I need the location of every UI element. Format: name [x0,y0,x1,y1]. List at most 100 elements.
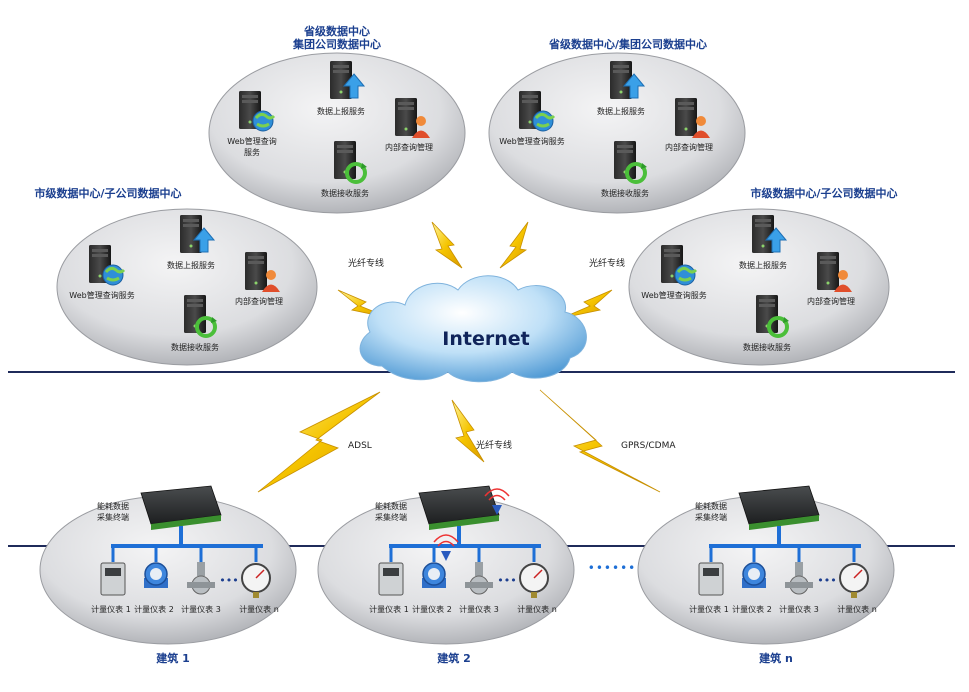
data-center-4: 市级数据中心/子公司数据中心 Web管理查询服务 数据上报服务内部查询管理数据接收服… [628,186,898,366]
link-label-fiber-left: 光纤专线 [348,257,384,269]
link-label-fiber-center: 光纤专线 [476,439,512,451]
data-center-3: 市级数据中心/子公司数据中心 Web管理查询服务 数据上报服务内部查询管理数据接收服… [34,186,318,366]
electric-meter-icon [378,562,404,596]
meter-label: 计量仪表 n [239,604,279,614]
internal-query-label: 内部查询管理 [807,296,855,306]
link-label-fiber-right: 光纤专线 [589,257,625,269]
upload-server-icon [610,61,646,99]
lightning-bolt-icon [431,221,463,269]
collector-device-icon [738,485,820,530]
web-service-label: 服务 [244,147,260,157]
pressure-gauge-icon [839,563,869,598]
internal-query-label: 内部查询管理 [235,296,283,306]
internal-query-label: 内部查询管理 [665,142,713,152]
collector-terminal-label: 能耗数据 [97,501,129,511]
meter-label: 计量仪表 3 [779,604,819,614]
wireless-signal-icon [433,534,459,561]
flow-meter-icon [187,562,215,595]
data-centers-layer: 省级数据中心集团公司数据中心Web管理查询服务数据上报服务内部查询管理数据接收服… [34,24,898,366]
building-name: 建筑 n [759,651,793,665]
meter-label: 计量仪表 n [517,604,557,614]
wireless-signal-icon [484,488,510,515]
collector-terminal-label: 能耗数据 [695,501,727,511]
pressure-gauge-icon [241,563,271,598]
meter-label: 计量仪表 1 [91,604,131,614]
collector-device-icon [418,485,500,530]
receive-service-label: 数据接收服务 [601,188,649,198]
upload-service-label: 数据上报服务 [317,106,365,116]
data-center-title: 省级数据中心/集团公司数据中心 [548,37,707,51]
lightning-bolt-icon [539,389,661,493]
web-service-label: Web管理查询服务 [499,136,564,146]
data-center-2: 省级数据中心/集团公司数据中心 Web管理查询服务 数据上报服务内部查询管理数据接收… [488,37,746,214]
meter-label: 计量仪表 n [837,604,877,614]
meter-label: 计量仪表 3 [181,604,221,614]
receive-service-label: 数据接收服务 [321,188,369,198]
electric-meter-icon [100,562,126,596]
link-label-adsl: ADSL [348,441,372,451]
upload-server-icon [180,215,216,253]
receive-service-label: 数据接收服务 [171,342,219,352]
internal-query-server-icon [817,252,852,292]
web-server-icon [89,245,126,286]
upload-service-label: 数据上报服务 [167,260,215,270]
building-name: 建筑 2 [437,651,470,665]
meter-label: 计量仪表 2 [732,604,772,614]
web-service-label: Web管理查询服务 [641,290,706,300]
data-center-ellipse [488,52,746,214]
receive-server-icon [184,295,217,338]
receive-service-label: 数据接收服务 [743,342,791,352]
upload-service-label: 数据上报服务 [597,106,645,116]
water-meter-icon [742,562,766,588]
receive-server-icon [334,141,367,184]
collector-terminal-label: 能耗数据 [375,501,407,511]
data-center-title: 集团公司数据中心 [292,37,381,51]
building-name: 建筑 1 [156,651,189,665]
meter-ellipsis: ••• [219,574,238,587]
building-ellipsis: •••••• [588,561,636,575]
meter-label: 计量仪表 2 [412,604,452,614]
meter-label: 计量仪表 1 [689,604,729,614]
internet-label: Internet [442,328,529,350]
web-service-label: Web管理查询 [227,136,276,146]
internal-query-label: 内部查询管理 [385,142,433,152]
flow-meter-icon [785,562,813,595]
collector-terminal-label: 采集终端 [97,512,129,522]
web-server-icon [239,91,276,132]
internet-cloud: Internet [359,275,587,383]
meter-label: 计量仪表 3 [459,604,499,614]
collector-terminal-label: 采集终端 [695,512,727,522]
meter-label: 计量仪表 1 [369,604,409,614]
meter-ellipsis: ••• [497,574,516,587]
water-meter-icon [144,562,168,588]
upload-server-icon [752,215,788,253]
data-center-title: 市级数据中心/子公司数据中心 [34,186,181,200]
receive-server-icon [614,141,647,184]
lightning-bolt-icon [451,399,485,463]
water-meter-icon [422,562,446,588]
data-center-ellipse [628,208,890,366]
link-label-gprs: GPRS/CDMA [621,441,676,451]
internal-query-server-icon [245,252,280,292]
internal-query-server-icon [675,98,710,138]
web-service-label: Web管理查询服务 [69,290,134,300]
lightning-bolt-icon [257,391,381,493]
web-server-icon [519,91,556,132]
data-center-ellipse [208,52,466,214]
data-center-title: 省级数据中心 [303,24,370,38]
collector-device-icon [140,485,222,530]
electric-meter-icon [698,562,724,596]
upload-service-label: 数据上报服务 [739,260,787,270]
upload-server-icon [330,61,366,99]
lightning-bolt-icon [499,221,529,269]
data-center-title: 市级数据中心/子公司数据中心 [750,186,897,200]
internal-query-server-icon [395,98,430,138]
collector-terminal-label: 采集终端 [375,512,407,522]
meter-ellipsis: ••• [817,574,836,587]
flow-meter-icon [465,562,493,595]
